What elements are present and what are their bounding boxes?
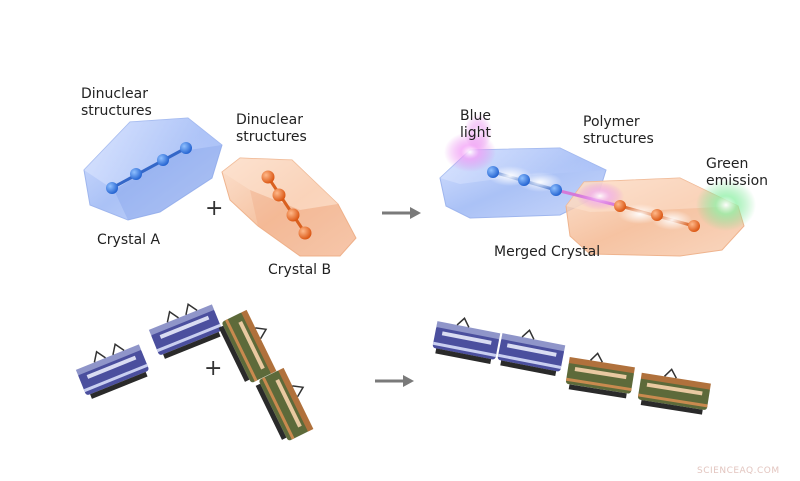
plus-sign-top: + (205, 196, 224, 221)
atom-m4 (614, 200, 626, 212)
blue-locomotive-1 (75, 342, 149, 399)
atom-m2 (518, 174, 530, 186)
green-emission-glow (696, 179, 756, 231)
atom-b2 (272, 188, 286, 202)
joined-blue-car-2 (497, 329, 566, 377)
label-merged-crystal: Merged Crystal (494, 244, 601, 260)
label-green-emission: Green emission (706, 156, 769, 189)
orange-locomotive-1 (218, 309, 277, 383)
atom-m1 (487, 166, 499, 178)
atom-a4 (180, 142, 192, 154)
label-crystal-a: Crystal A (97, 232, 161, 248)
joined-orange-car-1 (565, 352, 635, 399)
merged-crystal (439, 114, 756, 257)
atom-a3 (157, 154, 169, 166)
atom-a2 (130, 168, 142, 180)
atom-b3 (286, 208, 300, 222)
orange-locomotive-2 (255, 367, 314, 441)
crystal-a (83, 117, 223, 221)
joined-train (432, 317, 711, 415)
arrow-top (382, 207, 421, 219)
atom-m3 (550, 184, 562, 196)
atom-m5 (651, 209, 663, 221)
label-dinuclear-structures-b: Dinuclear structures (236, 112, 307, 145)
joined-blue-car-1 (432, 317, 501, 365)
crystal-b (221, 157, 357, 257)
watermark: SCIENCEAQ.COM (697, 466, 780, 476)
label-polymer-structures: Polymer structures (583, 114, 654, 147)
joined-orange-car-2 (637, 368, 711, 415)
plus-sign-bottom: + (204, 356, 223, 381)
blue-locomotive-2 (148, 302, 222, 359)
arrow-bottom (375, 375, 414, 387)
label-crystal-b: Crystal B (268, 262, 332, 278)
atom-a1 (106, 182, 118, 194)
label-blue-light: Blue light (460, 108, 492, 141)
label-dinuclear-structures-a: Dinuclear structures (81, 86, 152, 119)
atom-b4 (298, 226, 312, 240)
atom-b1 (261, 170, 275, 184)
atom-m6 (688, 220, 700, 232)
